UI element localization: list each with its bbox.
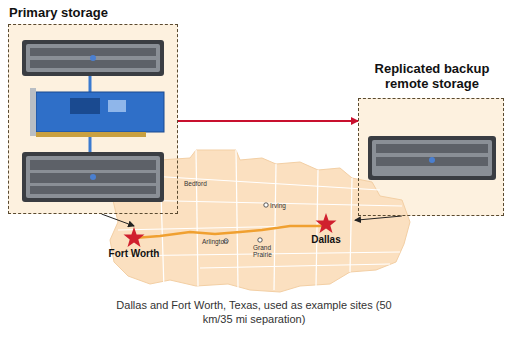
storage-group: Replicated backup remote storage bbox=[358, 98, 504, 216]
city-name: Dallas bbox=[297, 234, 355, 245]
city-marker: Fort Worth bbox=[101, 226, 167, 259]
star-shape bbox=[124, 227, 145, 247]
storage-group: Primary storage bbox=[8, 24, 178, 214]
connector-arrow bbox=[355, 216, 402, 220]
host-adapter-card bbox=[30, 88, 164, 137]
cable bbox=[89, 137, 92, 152]
star-shape bbox=[316, 213, 337, 233]
connector-arrow bbox=[102, 214, 135, 226]
highway bbox=[134, 226, 326, 238]
town-dots bbox=[224, 203, 268, 243]
town-label: Grand Prairie bbox=[253, 244, 275, 258]
connector-arrow bbox=[178, 120, 358, 122]
town-label: Arlington bbox=[202, 238, 228, 245]
star-symbol bbox=[122, 226, 146, 248]
star-symbol bbox=[314, 212, 338, 234]
storage-array bbox=[22, 152, 164, 202]
storage-array bbox=[22, 40, 164, 76]
group-heading: Primary storage bbox=[9, 5, 179, 20]
caption-text: Dallas and Fort Worth, Texas, used as ex… bbox=[109, 298, 399, 326]
cable bbox=[89, 76, 92, 92]
city-marker: Dallas bbox=[297, 212, 355, 245]
box-fill bbox=[8, 24, 178, 214]
town-label: Bedford bbox=[184, 180, 207, 187]
storage-array bbox=[368, 136, 496, 180]
town-label: Irving bbox=[270, 202, 286, 209]
caption-block: Dallas and Fort Worth, Texas, used as ex… bbox=[0, 298, 508, 326]
group-heading: Replicated backup remote storage bbox=[359, 61, 505, 91]
city-name: Fort Worth bbox=[101, 248, 167, 259]
